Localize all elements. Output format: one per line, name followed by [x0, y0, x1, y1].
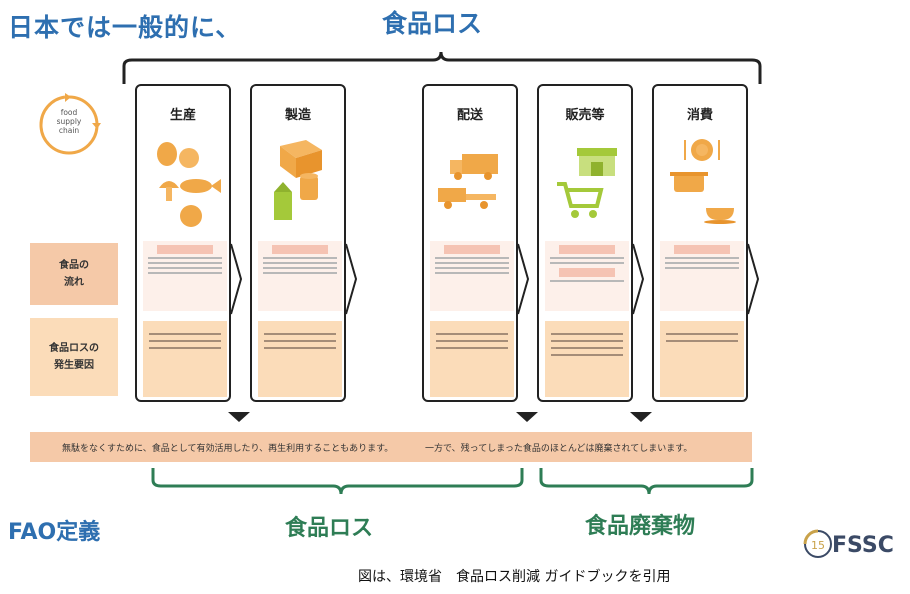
cause-box: [258, 321, 342, 397]
flow-box: [143, 241, 227, 311]
flow-box: [258, 241, 342, 311]
fao-definition-label: FAO定義: [8, 520, 101, 545]
fao-loss-bracket: [151, 468, 524, 495]
fao-food-loss-label: 食品ロス: [285, 516, 374, 541]
row-label-loss-causes: 食品ロスの発生要因: [30, 318, 118, 396]
header-intro: 日本では一般的に、: [8, 13, 242, 42]
svg-text:15: 15: [811, 539, 825, 552]
stage-title: 製造: [284, 108, 311, 123]
stage-title: 販売等: [565, 108, 605, 123]
cause-box: [143, 321, 227, 397]
fssc-logo: FSSC: [832, 533, 894, 558]
stage-card-consumption: 消費: [652, 84, 760, 402]
store-cart-icon: [557, 148, 617, 218]
fao-waste-bracket: [539, 468, 754, 495]
tableware-icon: [670, 139, 736, 224]
flow-box: [430, 241, 514, 311]
food-loss-heading: 食品ロス: [382, 9, 483, 38]
produce-icon: [157, 142, 221, 227]
fssc-logo-icon: 15: [803, 529, 832, 558]
package-icon: [274, 140, 322, 220]
fao-food-waste-label: 食品廃棄物: [585, 514, 696, 539]
stage-title: 消費: [686, 108, 713, 123]
stage-card-retail: 販売等: [537, 84, 645, 402]
band-text-reuse: 無駄をなくすために、食品として有効活用したり、再生利用することもあります。: [62, 444, 394, 454]
stage-title: 配送: [456, 108, 483, 123]
row-label-food-flow: 食品の流れ: [30, 243, 118, 305]
supply-chain-label: food supply chain: [56, 108, 82, 135]
supply-chain-cycle-icon: [39, 93, 101, 155]
stage-card-production: 生産: [135, 84, 243, 402]
cause-box: [660, 321, 744, 397]
cause-box: [430, 321, 514, 397]
stage-title: 生産: [169, 108, 196, 123]
stage-card-delivery: 配送: [422, 84, 530, 402]
top-bracket: [122, 51, 762, 84]
band-text-discard: 一方で、残ってしまった食品のほとんどは廃棄されてしまいます。: [425, 444, 693, 454]
down-arrow-icon: [516, 412, 538, 422]
truck-icon: [438, 154, 498, 209]
source-caption: 図は、環境省 食品ロス削減 ガイドブックを引用: [358, 569, 671, 585]
summary-band: [30, 432, 752, 462]
stage-card-manufacturing: 製造: [250, 84, 358, 402]
cause-box: [545, 321, 629, 397]
down-arrow-icon: [630, 412, 652, 422]
down-arrow-icon: [228, 412, 250, 422]
flow-box: [660, 241, 744, 311]
flow-box: [545, 241, 629, 311]
